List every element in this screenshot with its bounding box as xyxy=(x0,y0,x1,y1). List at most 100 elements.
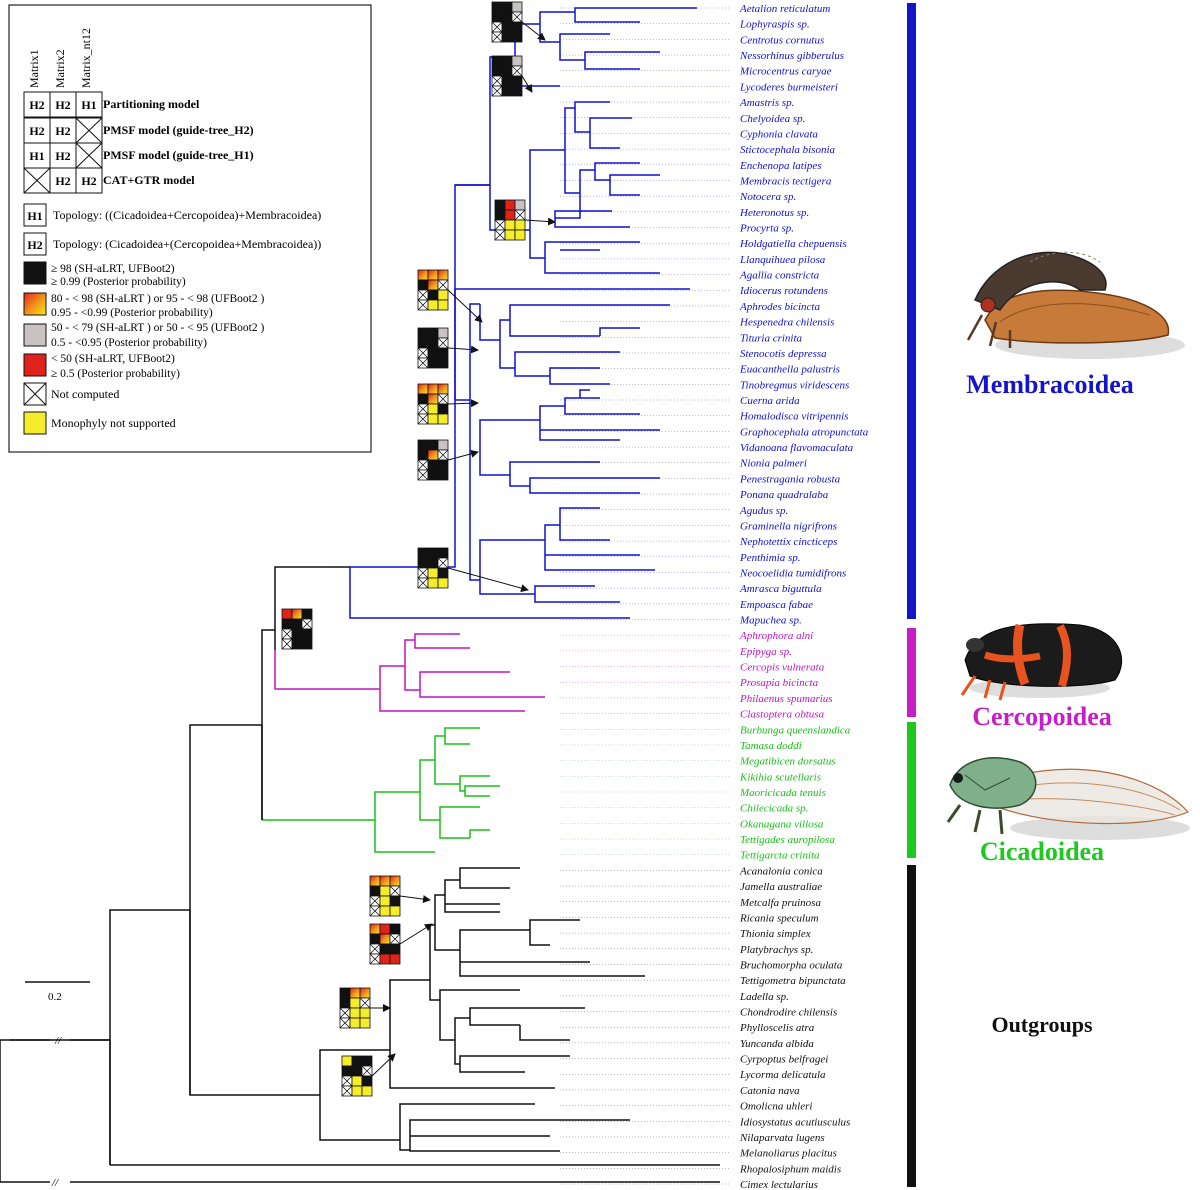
taxon-label: Graphocephala atropunctata xyxy=(740,426,869,438)
support-box xyxy=(494,199,526,241)
support-arrow xyxy=(399,923,433,945)
taxon-label: Tituria crinita xyxy=(740,332,803,344)
taxon-label: Chondrodire chilensis xyxy=(740,1007,837,1019)
topology-key-h2: H2 xyxy=(27,238,42,252)
model-label: PMSF model (guide-tree_H2) xyxy=(103,123,254,137)
taxon-label: Maoricicada tenuis xyxy=(739,787,826,799)
outgroups-bar xyxy=(907,865,916,1187)
support-arrow xyxy=(371,1053,396,1077)
matrix-header-1: Matrix1 xyxy=(27,49,41,88)
support-arrow xyxy=(447,345,479,354)
monophyly-label: Monophyly not supported xyxy=(51,416,176,430)
support-2-line2: 0.95 - <0.99 (Posterior probability) xyxy=(51,307,213,319)
topology-h1-text: Topology: ((Cicadoidea+Cercopoidea)+Memb… xyxy=(53,208,321,222)
support-arrow xyxy=(447,567,529,593)
support-box xyxy=(491,1,523,43)
taxon-label: Homalodisca vitripennis xyxy=(739,411,848,423)
taxon-label: Centrotus cornutus xyxy=(740,34,824,46)
model-cell-value: H2 xyxy=(29,124,44,138)
scale-bar-label: 0.2 xyxy=(48,991,62,1003)
taxon-label: Cuerna arida xyxy=(740,395,800,407)
support-box xyxy=(369,923,401,965)
taxon-label: Nionia palmeri xyxy=(739,458,807,470)
cercopoidea-bar xyxy=(907,628,916,717)
not-computed-cross xyxy=(23,167,51,194)
support-4-line2: ≥ 0.5 (Posterior probability) xyxy=(51,368,180,380)
support-box xyxy=(341,1055,373,1097)
model-cell-value: H1 xyxy=(29,149,44,163)
taxon-label: Lycoderes burmeisteri xyxy=(739,81,838,93)
treehopper-illustration xyxy=(966,251,1185,359)
taxon-label: Neocoelidia tumidifrons xyxy=(739,567,846,579)
taxon-label: Vidanoana flavomaculata xyxy=(740,442,854,454)
taxon-label: Aphrodes bicincta xyxy=(739,301,820,313)
model-cell xyxy=(23,91,51,118)
monophyly-swatch xyxy=(23,411,47,435)
cicadoidea-branches xyxy=(262,727,500,853)
cicada-illustration xyxy=(946,757,1190,840)
taxon-label: Amrasca biguttula xyxy=(739,583,822,595)
taxon-label: Chelyoidea sp. xyxy=(740,113,805,125)
taxon-label: Holdgatiella chepuensis xyxy=(739,238,847,250)
model-cell-value: H2 xyxy=(29,98,44,112)
support-box xyxy=(369,875,401,917)
support-box xyxy=(417,383,449,425)
taxon-label: Cimex lectularius xyxy=(740,1179,818,1190)
taxon-label: Ponana quadralaba xyxy=(739,489,829,501)
topology-key-h1: H1 xyxy=(27,209,42,223)
taxon-label: Platybrachys sp. xyxy=(739,944,813,956)
taxon-label: Okanagana villosa xyxy=(740,818,824,830)
support-box xyxy=(417,439,449,481)
support-arrow xyxy=(447,449,479,461)
taxon-label: Aetalion reticulatum xyxy=(739,3,830,15)
taxon-label: Epipyga sp. xyxy=(739,646,792,658)
model-cell xyxy=(49,167,77,194)
model-cell xyxy=(49,91,77,118)
taxon-label: Heteronotus sp. xyxy=(739,207,809,219)
taxon-label: Megatibicen dorsatus xyxy=(739,756,836,768)
model-cell xyxy=(23,117,51,144)
taxon-label: Lophyraspis sp. xyxy=(739,19,810,31)
taxon-label: Melanoliarus placitus xyxy=(739,1148,837,1160)
model-cell-value: H2 xyxy=(55,149,70,163)
taxon-label: Penthimia sp. xyxy=(739,552,801,564)
cicadoidea-bar xyxy=(907,722,916,858)
taxon-label: Phylloscelis atra xyxy=(739,1022,815,1034)
taxon-label: Empoasca fabae xyxy=(739,599,813,611)
taxon-label: Graminella nigrifrons xyxy=(740,520,837,532)
taxon-label: Hespenedra chilensis xyxy=(739,317,834,329)
taxon-label: Jamella australiae xyxy=(740,881,822,893)
support-box xyxy=(417,327,449,369)
support-1-line2: ≥ 0.99 (Posterior probability) xyxy=(51,276,186,288)
taxon-label: Tettigometra bipunctata xyxy=(740,975,846,987)
support-arrow xyxy=(521,21,546,41)
support-box xyxy=(417,269,449,311)
taxon-label: Idiocerus rotundens xyxy=(739,285,828,297)
taxon-label: Thionia simplex xyxy=(740,928,811,940)
model-cell-value: H2 xyxy=(81,174,96,188)
froghopper-illustration xyxy=(960,623,1123,701)
support-arrow xyxy=(524,217,556,226)
taxon-label: Omolicna uhleri xyxy=(740,1101,812,1113)
taxon-label: Membracis tectigera xyxy=(739,175,832,187)
taxon-label: Stictocephala bisonia xyxy=(740,144,836,156)
taxon-label: Idiosystatus acutiusculus xyxy=(739,1116,850,1128)
taxon-label: Clastoptera obtusa xyxy=(740,709,825,721)
model-cell xyxy=(75,91,103,118)
not-computed-cross xyxy=(75,117,103,144)
taxon-label: Agallia constricta xyxy=(739,270,820,282)
support-arrow xyxy=(447,289,483,323)
taxon-label: Euacanthella palustris xyxy=(739,364,840,376)
support-1-line1: ≥ 98 (SH-aLRT, UFBoot2) xyxy=(51,263,175,275)
taxon-label: Ricania speculum xyxy=(739,912,819,924)
taxon-label: Tettigarcta crinita xyxy=(740,850,820,862)
model-cell-value: H2 xyxy=(55,174,70,188)
taxon-label: Stenocotis depressa xyxy=(740,348,827,360)
membracoidea-branches xyxy=(349,7,697,619)
taxon-label: Tettigades auropilosa xyxy=(740,834,835,846)
branch-break-mark: // xyxy=(51,1177,59,1189)
support-box xyxy=(281,608,313,650)
